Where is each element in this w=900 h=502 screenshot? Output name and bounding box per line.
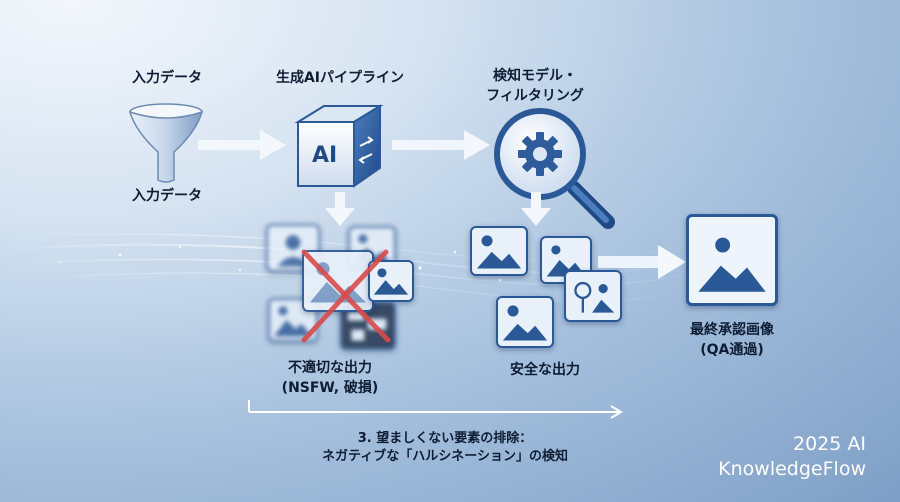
watermark-line1: 2025 AI — [793, 433, 866, 455]
label-final-line2: (QA通過) — [700, 342, 764, 358]
image-icon — [502, 305, 548, 341]
label-unsafe-line2: (NSFW, 破損) — [281, 380, 379, 396]
arrow-pipeline-to-filter — [392, 130, 490, 160]
arrow-pipeline-down — [325, 192, 355, 226]
label-filter: 検知モデル・ フィルタリング — [465, 66, 605, 106]
reject-x-icon — [301, 249, 391, 343]
caption-line1: 3. 望ましくない要素の排除： — [357, 431, 533, 446]
arrow-safe-to-final — [598, 245, 686, 279]
label-input-top: 入力データ — [132, 70, 202, 86]
arrow-input-to-pipeline — [198, 130, 286, 160]
unsafe-image-small — [368, 260, 414, 302]
label-filter-line1: 検知モデル・ — [493, 68, 577, 84]
final-approved-image — [686, 214, 778, 306]
image-icon — [574, 281, 615, 313]
image-icon — [476, 235, 522, 269]
person-icon — [277, 235, 309, 267]
safe-image-3 — [564, 270, 622, 322]
image-icon — [273, 306, 313, 337]
label-unsafe-line1: 不適切な出力 — [288, 360, 372, 376]
magnifier-gear-icon — [494, 108, 615, 229]
label-unsafe: 不適切な出力 (NSFW, 破損) — [270, 358, 390, 398]
ai-cube-icon: AI — [294, 104, 384, 188]
caption-line2: ネガティブな「ハルシネーション」の検知 — [322, 449, 568, 464]
glitch-icon — [347, 311, 387, 341]
label-input-bottom: 入力データ — [132, 188, 202, 204]
arrow-filter-down — [521, 192, 551, 226]
funnel-icon — [128, 103, 204, 183]
label-final: 最終承認画像 (QA通過) — [672, 320, 792, 360]
image-icon — [373, 268, 409, 295]
ai-cube-text: AI — [312, 143, 337, 168]
caption: 3. 望ましくない要素の排除： ネガティブな「ハルシネーション」の検知 — [260, 430, 630, 466]
watermark: 2025 AI KnowledgeFlow — [718, 432, 866, 482]
watermark-line2: KnowledgeFlow — [718, 458, 866, 480]
bottom-bracket-arrow — [248, 400, 623, 419]
label-pipeline: 生成AIパイプライン — [275, 70, 405, 86]
safe-image-4 — [496, 296, 554, 348]
label-filter-line2: フィルタリング — [486, 88, 584, 104]
unsafe-image-person — [266, 224, 320, 272]
image-icon — [698, 237, 766, 292]
label-safe: 安全な出力 — [510, 362, 580, 378]
safe-image-1 — [470, 226, 528, 276]
label-final-line1: 最終承認画像 — [690, 322, 774, 338]
